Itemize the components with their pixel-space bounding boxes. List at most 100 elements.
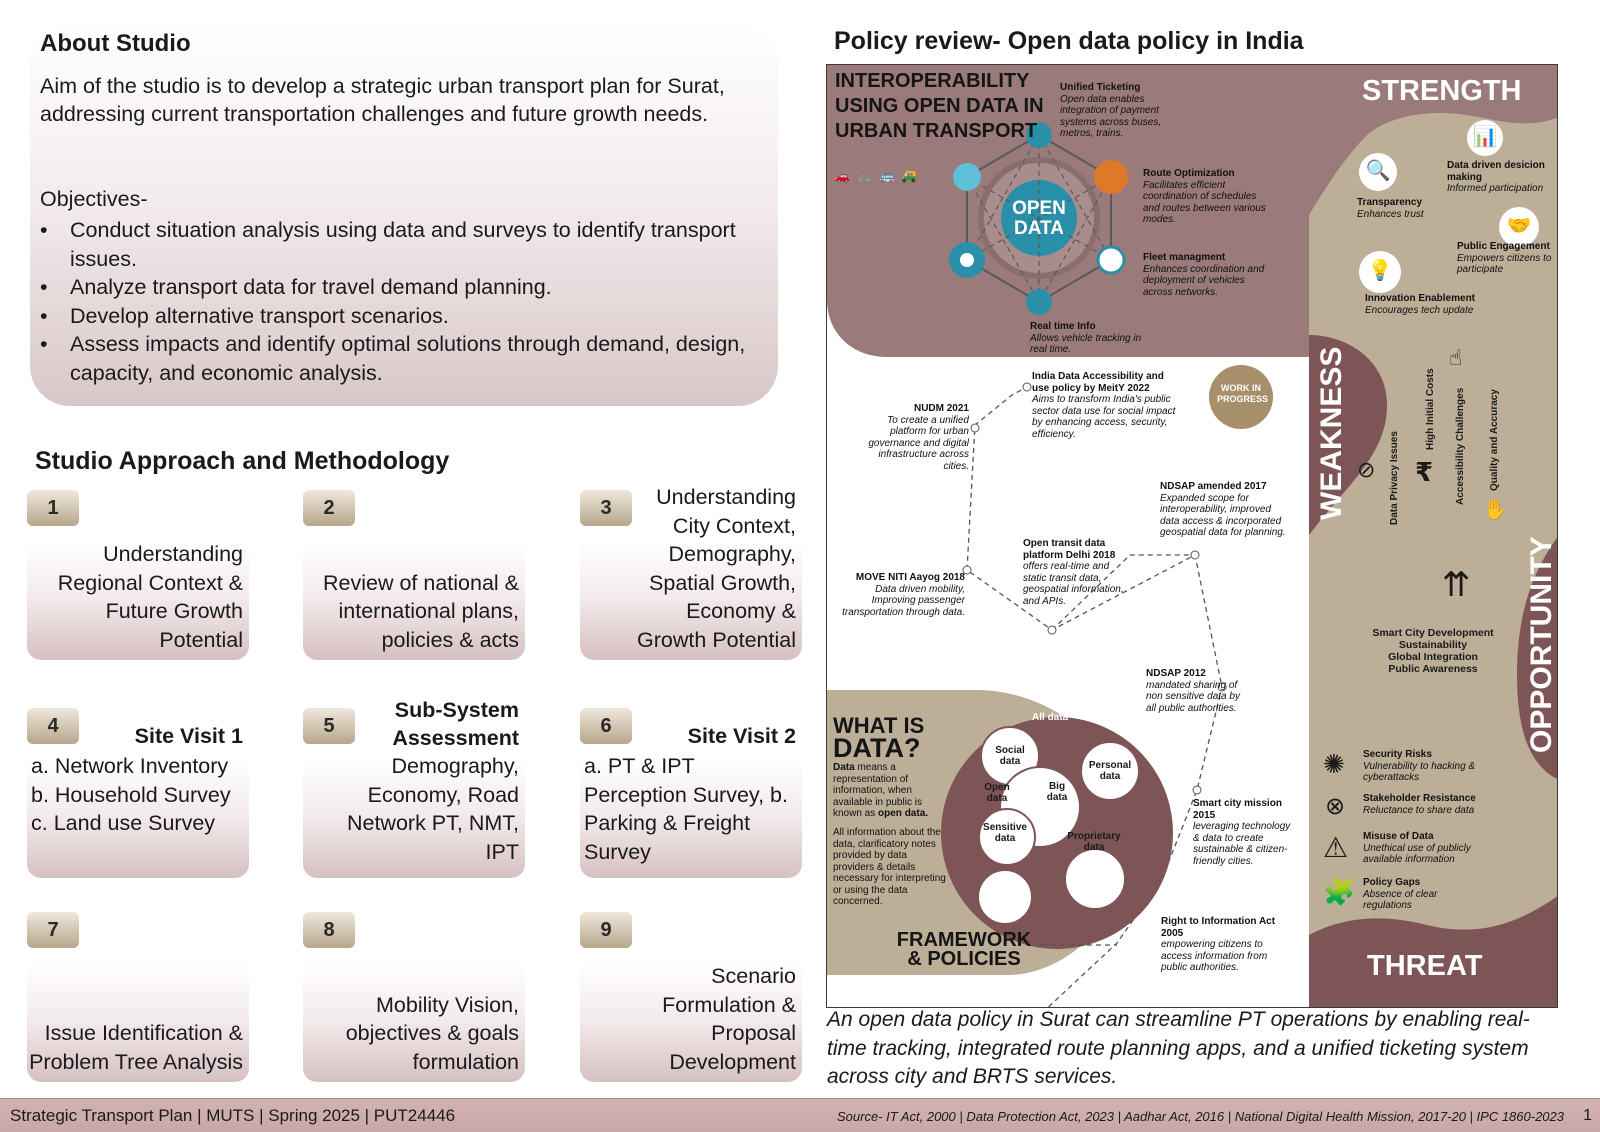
strength-data-driven: Data driven desicion making Informed par… <box>1447 160 1545 194</box>
opportunity-list: Smart City Development Sustainability Gl… <box>1372 627 1494 675</box>
circle-big-data: Big data <box>1046 781 1068 803</box>
strength-innovation: Innovation Enablement Encourages tech up… <box>1365 293 1476 316</box>
quality-icon: ✋ <box>1483 499 1508 521</box>
step-number: 7 <box>27 912 79 948</box>
timeline-smart-city-2015: Smart city mission 2015 leveraging techn… <box>1193 798 1291 867</box>
step-card-8: 8 Mobility Vision, objectives & goals fo… <box>303 912 525 1082</box>
step-heading: Site Visit 2 <box>687 724 796 748</box>
step-text: Issue Identification & Problem Tree Anal… <box>29 1021 243 1074</box>
step-card-9: 9 Scenario Formulation & Proposal Develo… <box>580 912 802 1082</box>
interop-unified-ticketing: Unified Ticketing Open data enables inte… <box>1060 82 1162 139</box>
methodology-title: Studio Approach and Methodology <box>35 447 450 475</box>
step-number: 5 <box>303 708 355 744</box>
step-text: Understanding City Context, Demography, … <box>637 485 796 652</box>
about-studio-aim: Aim of the studio is to develop a strate… <box>40 74 725 126</box>
step-card-1: 1 Understanding Regional Context & Futur… <box>27 490 249 660</box>
objectives-title: Objectives- <box>40 187 148 211</box>
weakness-accessibility: Accessibility Challenges <box>1455 387 1466 505</box>
interop-route-optimization: Route Optimization Facilitates efficient… <box>1143 168 1266 225</box>
growth-arrows-icon: ⇈ <box>1442 566 1471 604</box>
footer-project-info: Strategic Transport Plan | MUTS | Spring… <box>10 1106 456 1125</box>
interop-fleet-management: Fleet managment Enhances coordination an… <box>1143 252 1265 298</box>
footer-sources: Source- IT Act, 2000 | Data Protection A… <box>837 1109 1564 1124</box>
what-is-data-definition: Data means a representation of informati… <box>833 762 929 819</box>
timeline-ndsap-2017: NDSAP amended 2017 Expanded scope for in… <box>1160 481 1286 538</box>
step-card-7: 7 Issue Identification & Problem Tree An… <box>27 912 249 1082</box>
step-text: Demography, Economy, Road Network PT, NM… <box>346 754 519 864</box>
circle-social-data: Social data <box>995 745 1025 767</box>
step-heading: Site Visit 1 <box>134 724 243 748</box>
about-studio-title: About Studio <box>40 30 191 57</box>
all-data-label: All data <box>1032 712 1069 723</box>
step-card-4: 4 Site Visit 1 a. Network Inventory b. H… <box>27 708 249 878</box>
circle-proprietary-data: Proprietary data <box>1067 831 1121 853</box>
step-number: 6 <box>580 708 632 744</box>
step-card-6: 6 Site Visit 2 a. PT & IPT Perception Su… <box>580 708 802 878</box>
objective-item: Conduct situation analysis using data an… <box>40 216 760 273</box>
timeline-ndsap-2012: NDSAP 2012 mandated sharing of non sensi… <box>1146 668 1240 714</box>
step-card-2: 2 Review of national & international pla… <box>303 490 525 660</box>
step-card-5: 5 Sub-System Assessment Demography, Econ… <box>303 698 525 878</box>
objective-item: Assess impacts and identify optimal solu… <box>40 330 760 387</box>
step-text: a. PT & IPT Perception Survey, b. Parkin… <box>584 754 788 864</box>
weakness-high-costs: High Initial Costs <box>1425 368 1436 450</box>
work-in-progress-badge: WORK IN PROGRESS <box>1217 383 1269 404</box>
step-text: Mobility Vision, objectives & goals form… <box>345 992 519 1074</box>
timeline-niti-2018: MOVE NITI Aayog 2018 Data driven mobilit… <box>842 572 965 618</box>
warning-icon: ⚠ <box>1323 832 1349 863</box>
rupee-icon: ₹ <box>1415 457 1434 487</box>
timeline-rti-2005: Right to Information Act 2005 empowering… <box>1161 916 1276 973</box>
threat-misuse-of-data: Misuse of Data Unethical use of publicly… <box>1363 831 1471 865</box>
weakness-quality: Quality and Accuracy <box>1489 389 1500 491</box>
timeline-delhi-2018: Open transit data platform Delhi 2018 of… <box>1023 538 1124 607</box>
objectives-list: Conduct situation analysis using data an… <box>40 216 760 388</box>
timeline-meity-2022: India Data Accessibility and use policy … <box>1032 371 1176 440</box>
touch-icon: ☝ <box>1449 345 1463 370</box>
framework-label: FRAMEWORK & POLICIES <box>896 929 1032 970</box>
step-number: 3 <box>580 490 632 526</box>
step-text: Review of national & international plans… <box>323 570 519 652</box>
circle-open-data: Open data <box>984 782 1010 804</box>
puzzle-icon: 🧩 <box>1323 877 1356 907</box>
policy-conclusion: An open data policy in Surat can streaml… <box>827 1008 1530 1088</box>
lightbulb-gear-icon: 💡 <box>1359 251 1401 293</box>
swot-opportunity-heading: OPPORTUNITY <box>1525 536 1558 753</box>
interop-title: INTEROPERABILITY USING OPEN DATA IN URBA… <box>835 70 1044 142</box>
chart-icon: 📊 <box>1467 120 1503 156</box>
circle-sensitive-data: Sensitive data <box>983 822 1027 844</box>
step-number: 9 <box>580 912 632 948</box>
magnifier-icon: 🔍 <box>1359 153 1397 191</box>
handshake-icon: 🤝 <box>1499 207 1539 247</box>
page-footer: Strategic Transport Plan | MUTS | Spring… <box>0 1098 1600 1132</box>
swot-weakness-heading: WEAKNESS <box>1315 346 1348 520</box>
step-text: a. Network Inventory b. Household Survey… <box>31 754 231 835</box>
strength-public-engagement: Public Engagement Empowers citizens to p… <box>1457 241 1552 275</box>
open-data-label: OPEN DATA <box>1012 198 1066 239</box>
threat-policy-gaps: Policy Gaps Absence of clear regulations <box>1363 877 1438 911</box>
objective-item: Develop alternative transport scenarios. <box>40 302 760 331</box>
step-number: 1 <box>27 490 79 526</box>
circle-personal-data: Personal data <box>1088 760 1132 782</box>
step-number: 2 <box>303 490 355 526</box>
step-heading: Sub-System Assessment <box>392 698 519 750</box>
threat-stakeholder-resistance: Stakeholder Resistance Reluctance to sha… <box>1363 793 1476 816</box>
weakness-data-privacy: Data Privacy Issues <box>1389 431 1400 525</box>
swot-strength-heading: STRENGTH <box>1362 75 1522 107</box>
vehicle-icons: 🚗 🚲 🚌 🛺 <box>835 169 919 183</box>
what-is-data-metadata: All information about the data, clarific… <box>833 827 946 907</box>
policy-review-title: Policy review- Open data policy in India <box>834 27 1304 55</box>
strength-transparency: Transparency Enhances trust <box>1357 197 1424 220</box>
objective-item: Analyze transport data for travel demand… <box>40 273 760 302</box>
threat-security-risks: Security Risks Vulnerability to hacking … <box>1363 749 1476 783</box>
what-is-data-title: WHAT IS DATA? <box>833 713 925 763</box>
page-number: 1 <box>1583 1107 1592 1124</box>
swot-threat-heading: THREAT <box>1367 950 1483 982</box>
step-card-3: 3 Understanding City Context, Demography… <box>580 485 802 660</box>
eye-slash-icon: ⊘ <box>1357 457 1376 482</box>
step-number: 4 <box>27 708 79 744</box>
step-text: Understanding Regional Context & Future … <box>57 542 243 652</box>
step-text: Scenario Formulation & Proposal Developm… <box>662 964 796 1074</box>
step-number: 8 <box>303 912 355 948</box>
stakeholder-icon: ⊗ <box>1325 793 1346 820</box>
open-data-infographic: INTEROPERABILITY USING OPEN DATA IN URBA… <box>826 64 1558 1008</box>
